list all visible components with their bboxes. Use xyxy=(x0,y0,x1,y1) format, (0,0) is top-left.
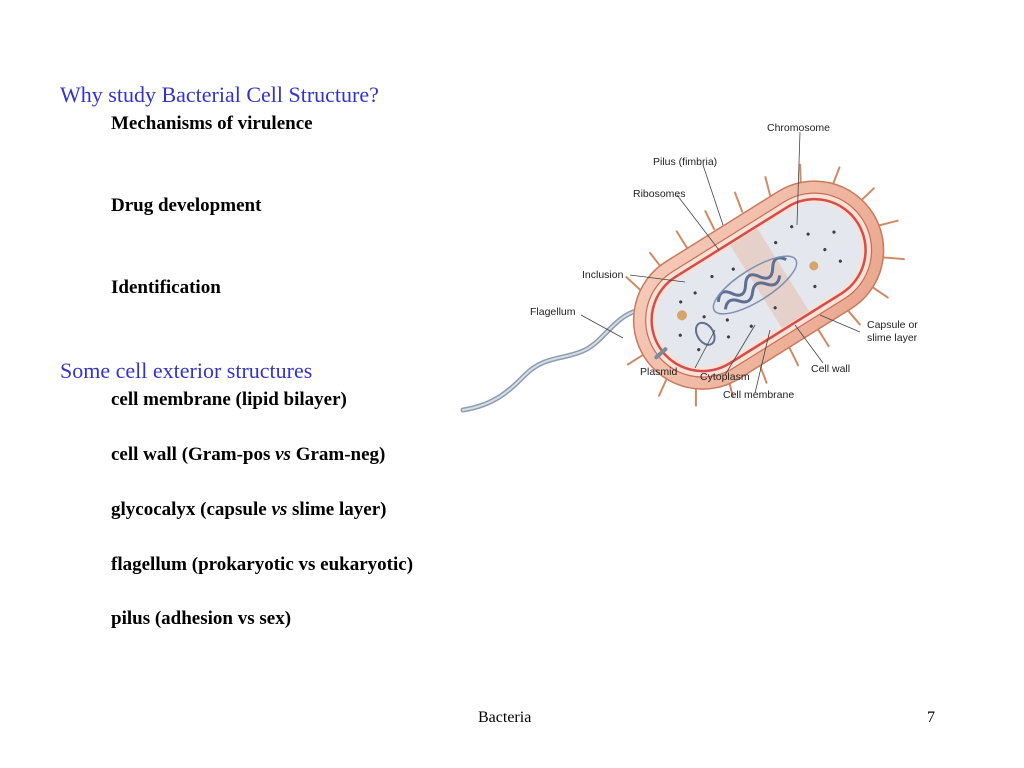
bacterial-cell-diagram: Chromosome Pilus (fimbria) Ribosomes Inc… xyxy=(455,110,935,420)
structure-text: cell wall (Gram-pos xyxy=(111,444,276,465)
structure-emphasis: vs xyxy=(271,499,288,520)
structure-text: flagellum (prokaryotic vs eukaryotic) xyxy=(111,554,414,575)
structure-pilus: pilus (adhesion vs sex) xyxy=(111,608,291,630)
inclusion-shape xyxy=(676,310,687,321)
footer-title: Bacteria xyxy=(478,709,532,726)
bacterial-cell-illustration: Chromosome Pilus (fimbria) Ribosomes Inc… xyxy=(460,122,918,413)
cell-membrane-layer xyxy=(650,197,867,373)
label-capsule-line1: Capsule or xyxy=(867,319,918,331)
cell-body xyxy=(625,163,905,407)
label-capsule-line2: slime layer xyxy=(867,332,918,344)
ribosome-dots xyxy=(678,225,842,352)
reason-virulence: Mechanisms of virulence xyxy=(111,113,313,134)
structure-text: cell membrane (lipid bilayer) xyxy=(111,389,347,410)
label-cytoplasm: Cytoplasm xyxy=(700,371,750,383)
label-pilus: Pilus (fimbria) xyxy=(653,156,717,168)
reason-identification: Identification xyxy=(111,277,221,298)
heading-why-study: Why study Bacterial Cell Structure? xyxy=(60,82,379,107)
structure-text: slime layer) xyxy=(287,499,387,520)
label-leader-lines xyxy=(580,131,861,394)
structure-text: Gram-neg) xyxy=(290,444,386,465)
plasmid-shape xyxy=(694,321,716,346)
label-flagellum: Flagellum xyxy=(530,306,576,318)
chromosome-shape xyxy=(712,255,798,315)
label-cell-wall: Cell wall xyxy=(811,363,850,375)
structure-cell-wall: cell wall (Gram-pos vs Gram-neg) xyxy=(111,444,385,466)
structure-flagellum: flagellum (prokaryotic vs eukaryotic) xyxy=(111,554,413,576)
structure-emphasis: vs xyxy=(275,444,291,465)
pili xyxy=(625,163,905,407)
label-inclusion: Inclusion xyxy=(582,269,624,281)
structure-glycocalyx: glycocalyx (capsule vs slime layer) xyxy=(111,499,386,521)
structure-cell-membrane: cell membrane (lipid bilayer) xyxy=(111,389,347,411)
structure-text: glycocalyx (capsule xyxy=(111,499,272,520)
label-ribosomes: Ribosomes xyxy=(633,188,686,200)
label-chromosome: Chromosome xyxy=(767,122,830,134)
label-cell-membrane: Cell membrane xyxy=(723,389,794,401)
structure-text: pilus (adhesion vs sex) xyxy=(111,608,292,629)
reason-drug-development: Drug development xyxy=(111,195,262,216)
footer-page-number: 7 xyxy=(927,709,935,726)
heading-exterior-structures: Some cell exterior structures xyxy=(60,358,313,383)
label-plasmid: Plasmid xyxy=(640,366,678,378)
